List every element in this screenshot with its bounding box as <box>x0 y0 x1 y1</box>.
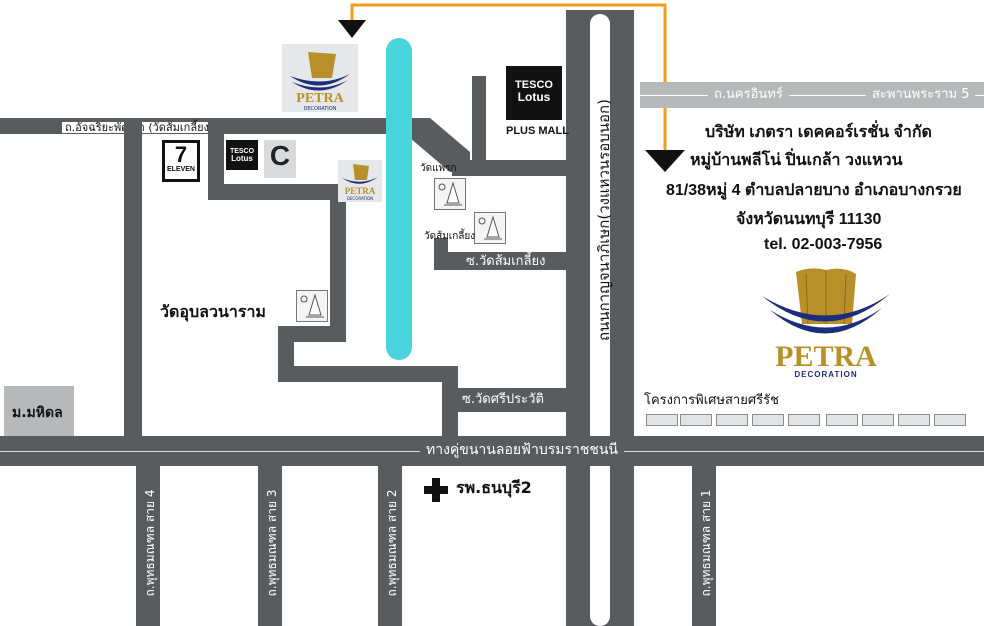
project-slot <box>934 414 966 426</box>
place-label-wat-phraek: วัดแพรก <box>420 163 457 174</box>
road-ring-center <box>590 14 610 626</box>
petra-logo-middle-brand: PETRA <box>344 186 376 196</box>
road-label-line4: ถ.พุทธมณฑล สาย 4 <box>143 489 157 597</box>
place-label-hospital: รพ.ธนบุรี2 <box>456 478 532 497</box>
big-c-letter: C <box>269 140 291 171</box>
seven-eleven-word: ELEVEN <box>166 166 195 173</box>
place-label-mahidol: ม.มหิดล <box>12 405 63 421</box>
tesco-small-line2: Lotus <box>231 154 253 163</box>
road-soi-wat-si <box>448 388 568 412</box>
road-label-line1: ถ.พุทธมณฑล สาย 1 <box>699 489 713 597</box>
petra-logo-top-tagline: DECORATION <box>303 106 337 112</box>
place-label-plus-mall: PLUS MALL <box>506 125 569 137</box>
canal <box>386 38 412 360</box>
road-soi-wat-som <box>434 252 568 270</box>
company-phone: tel. 02-003-7956 <box>764 236 883 253</box>
road-inner-down <box>330 184 346 340</box>
project-slot <box>826 414 858 426</box>
seven-eleven-number: 7 <box>174 142 188 167</box>
petra-logo-top-brand: PETRA <box>296 91 344 106</box>
place-label-wat-som: วัดส้มเกลี้ยง <box>424 231 476 242</box>
place-label-special-project: โครงการพิเศษสายศรีรัช <box>644 393 779 408</box>
company-name: บริษัท เภตรา เดคคอร์เรชั่น จำกัด <box>705 124 932 141</box>
tesco-lotus-large-icon: TESCO Lotus <box>506 66 562 120</box>
project-slot <box>646 414 678 426</box>
temple-icon-wat-phraek <box>434 178 466 210</box>
road-label-ring: ถนนกาญจนาภิเษก(วงแหวนรอบนอก) <box>595 99 613 341</box>
road-label-nakhon-in: ถ.นครอินทร์ <box>708 88 789 101</box>
big-c-icon: C <box>264 140 296 178</box>
petra-logo-large: PETRA DECORATION <box>756 262 896 382</box>
petra-logo-top: PETRA DECORATION <box>282 44 358 112</box>
ship-icon <box>342 164 378 184</box>
petra-logo-middle: PETRA DECORATION <box>338 160 382 202</box>
road-lane <box>640 95 984 96</box>
road-label-rama5: สะพานพระราม 5 <box>866 88 976 101</box>
road-inner-left <box>278 326 346 342</box>
road-soi-right-upper <box>452 160 568 176</box>
tesco-lotus-small-icon: TESCO Lotus <box>226 140 258 170</box>
company-address: 81/38หมู่ 4 ตำบลปลายบาง อำเภอบางกรวย <box>666 182 962 199</box>
place-mahidol <box>4 386 74 436</box>
company-province: จังหวัดนนทบุรี 11130 <box>736 211 882 228</box>
road-soi-top <box>472 76 486 176</box>
place-label-wat-ubon: วัดอุบลวนาราม <box>160 302 266 321</box>
road-label-main: ทางคู่ขนานลอยฟ้าบรมราชชนนี <box>420 443 624 457</box>
ship-icon <box>290 52 350 91</box>
road-inner-cross <box>208 184 348 200</box>
road-label-line2: ถ.พุทธมณฑล สาย 2 <box>385 489 399 597</box>
petra-logo-large-brand: PETRA <box>775 340 877 373</box>
road-soi-wat-som-stub <box>434 238 448 270</box>
project-slot <box>788 414 820 426</box>
road-line4 <box>136 466 160 626</box>
tesco-large-line2: Lotus <box>517 90 551 104</box>
tesco-small-line1: TESCO <box>229 148 255 155</box>
road-label-line3: ถ.พุทธมณฑล สาย 3 <box>265 489 279 597</box>
project-slot <box>752 414 784 426</box>
road-label-soi-wat-si: ซ.วัดศรีประวัติ <box>462 392 544 407</box>
road-line1 <box>692 466 716 626</box>
company-village: หมู่บ้านพลีโน่ ปิ่นเกล้า วงแหวน <box>690 152 903 169</box>
road-label-soi-wat-som: ซ.วัดส้มเกลี้ยง <box>466 254 546 269</box>
project-slot <box>716 414 748 426</box>
seven-eleven-icon: 7 ELEVEN <box>162 140 200 182</box>
road-inner-top <box>208 118 224 200</box>
petra-logo-large-tagline: DECORATION <box>794 370 858 379</box>
road-line2 <box>378 466 402 626</box>
road-line3 <box>258 466 282 626</box>
tesco-large-line1: TESCO <box>515 79 553 91</box>
road-vertical-left <box>124 118 142 438</box>
hospital-icon <box>424 478 448 502</box>
temple-icon-wat-som <box>474 212 506 244</box>
ship-icon <box>762 268 890 334</box>
temple-icon-wat-ubon <box>296 290 328 322</box>
project-slot <box>862 414 894 426</box>
project-slot <box>680 414 712 426</box>
petra-logo-middle-tagline: DECORATION <box>346 196 374 201</box>
road-wat-si-h <box>278 366 458 382</box>
project-slot <box>898 414 930 426</box>
